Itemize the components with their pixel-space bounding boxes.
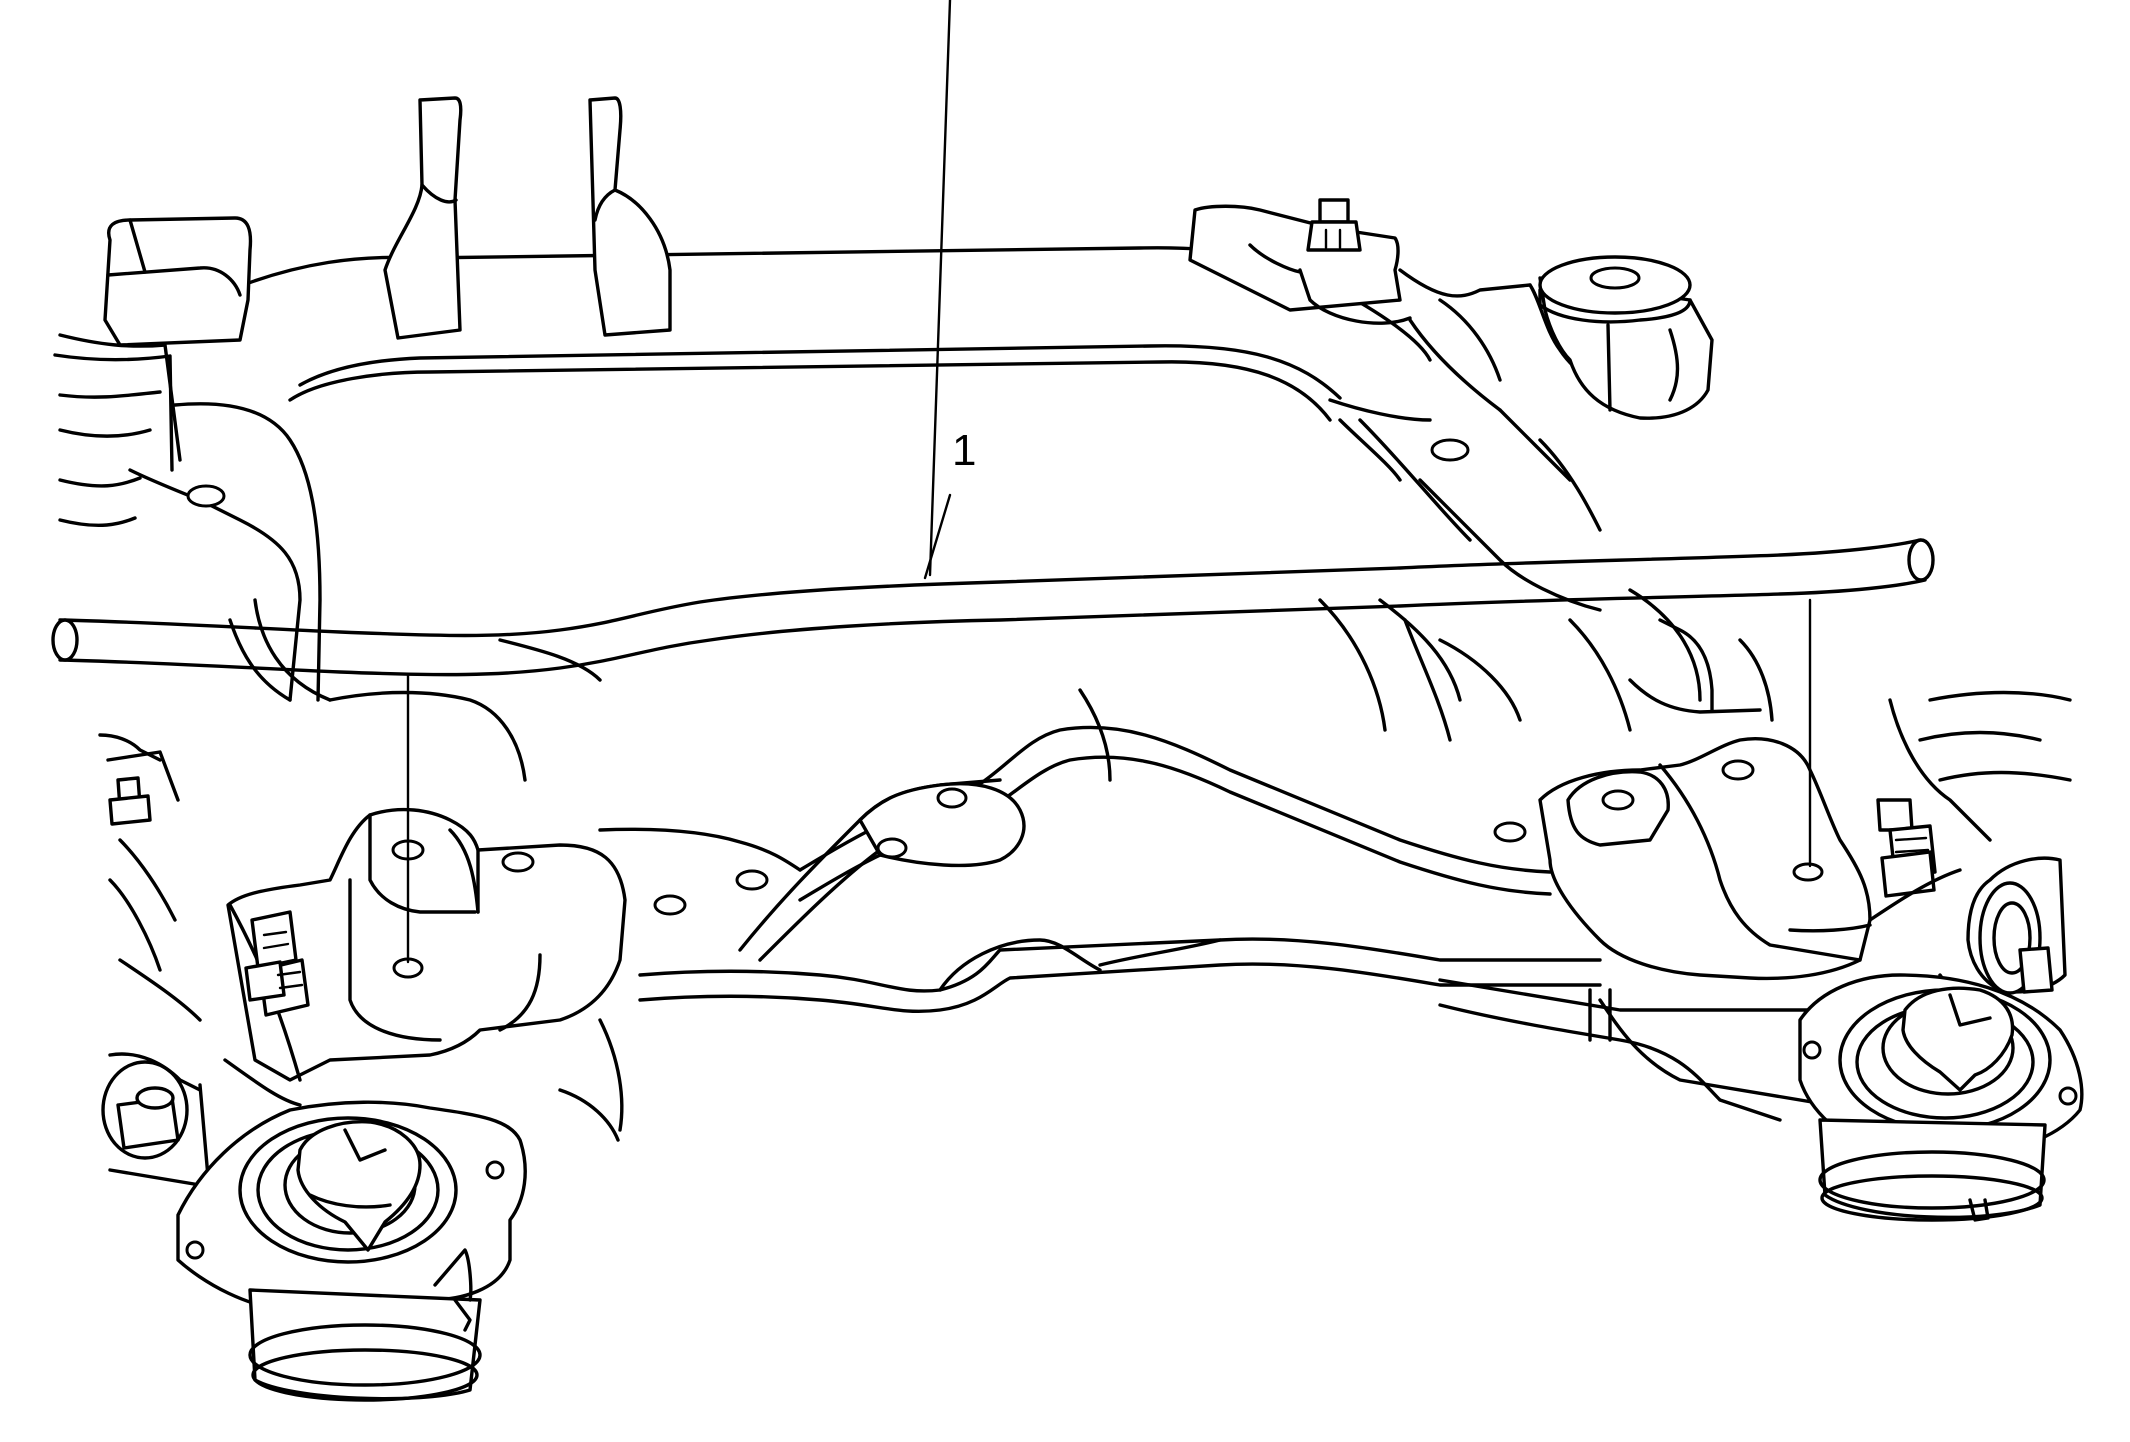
- subframe-brace-plate: [738, 778, 1026, 962]
- subframe-right-tub: [1328, 398, 1602, 532]
- left-rear-mount: [53, 216, 253, 527]
- right-rear-bushing: [1538, 255, 1714, 420]
- subframe-front-crossmember: [598, 725, 1602, 1014]
- left-front-mount: [98, 673, 627, 1082]
- left-front-bushing: [176, 1100, 527, 1402]
- left-lower-arm: [101, 838, 624, 1202]
- right-outer-nut-icon: [2018, 946, 2054, 994]
- left-front-nut-icon: [108, 776, 152, 826]
- upright-brackets: [383, 96, 672, 340]
- left-arm-nut-icon: [101, 1060, 189, 1160]
- subframe-right-rail-lower: [1318, 598, 1774, 742]
- subframe-center: [328, 588, 1702, 782]
- callout-1-label: 1: [952, 426, 976, 475]
- right-outer-bushing: [1888, 690, 2072, 995]
- right-rear-mount: [1188, 198, 1714, 420]
- callout-1: 1: [923, 0, 976, 580]
- right-rear-nut-icon: [1306, 198, 1362, 252]
- left-front-bolt-icon: [244, 910, 310, 1017]
- right-front-bushing: [1798, 973, 2084, 1222]
- stabilizer-bar: [51, 538, 1935, 677]
- subframe-left-rail: [128, 402, 332, 702]
- right-front-bolt-icon: [1876, 798, 1937, 898]
- right-front-mount: [1538, 598, 1962, 981]
